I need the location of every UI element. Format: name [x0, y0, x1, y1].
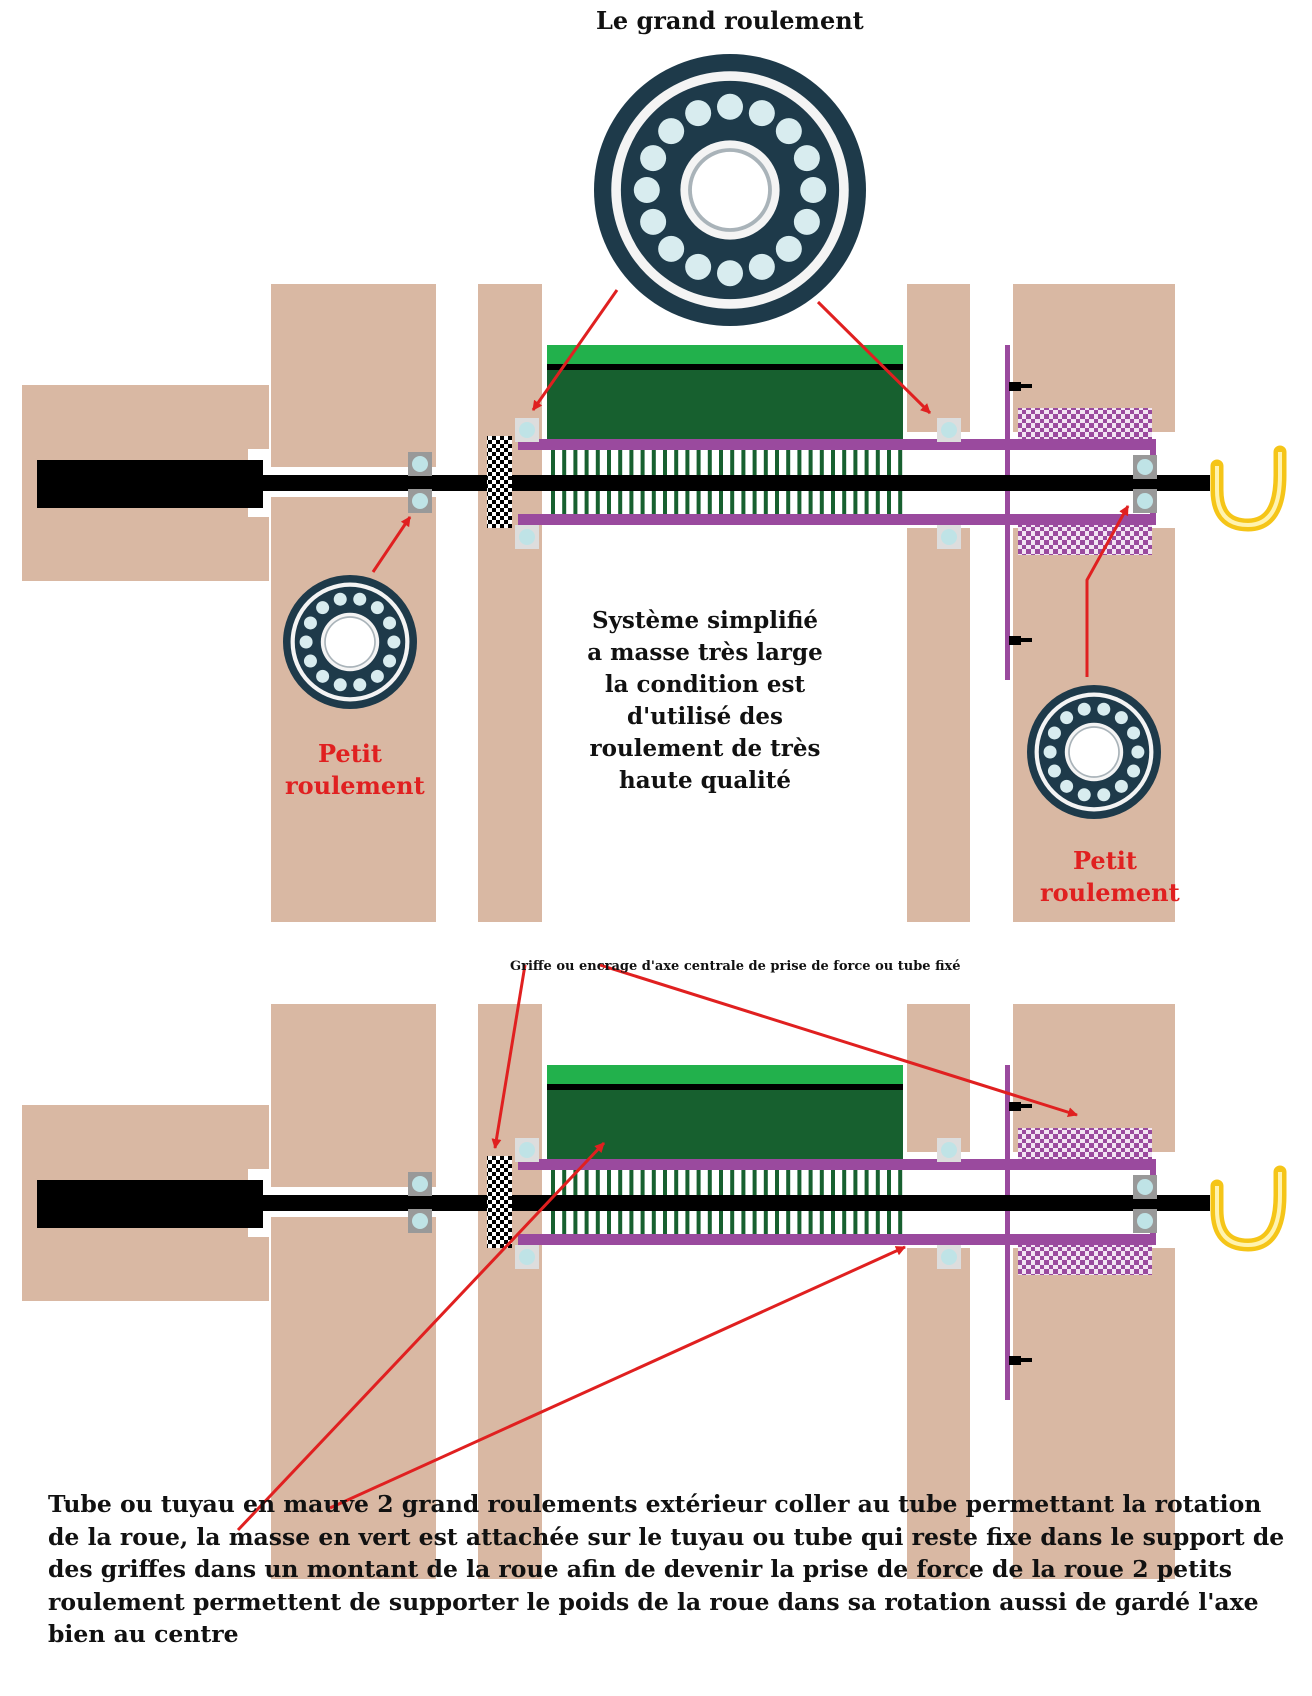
title: Le grand roulement	[596, 6, 864, 35]
shaft	[250, 475, 1210, 491]
claw-plate	[1005, 345, 1010, 680]
center-note-line: roulement de très	[589, 735, 821, 762]
center-note-line: haute qualité	[618, 767, 792, 794]
label-line: roulement	[285, 771, 425, 800]
ball	[316, 601, 330, 615]
ball	[1047, 726, 1061, 740]
bottom-note-line: roulement permettent de supporter le poi…	[48, 1587, 1259, 1616]
arrow-small-left	[371, 516, 412, 573]
ball	[299, 635, 313, 649]
label-line: roulement	[1040, 878, 1180, 907]
arrow-big-to-left	[531, 289, 619, 411]
ball	[748, 253, 775, 280]
arrow-bearing	[329, 1245, 906, 1510]
arrows	[236, 289, 1130, 1532]
ball	[353, 678, 367, 692]
ball	[370, 669, 384, 683]
ball	[640, 208, 667, 235]
bottom-note: Tube ou tuyau en mauve 2 grand roulement…	[48, 1488, 1288, 1651]
arrow-griffe-right	[599, 963, 1078, 1118]
small-bearing-left-icon	[283, 575, 417, 709]
bottom-note-line: Tube ou tuyau en mauve 2 grand roulement…	[48, 1490, 1262, 1518]
claw-pad-top	[1018, 408, 1152, 443]
petit-roulement-left-label: Petit roulement	[285, 738, 425, 802]
shaft-thick	[37, 460, 263, 508]
center-note-line: a masse très large	[587, 639, 823, 666]
ball	[793, 208, 820, 235]
center-note-line: Système simplifié	[591, 607, 819, 634]
ball	[658, 118, 685, 145]
arrow-small-right	[1085, 505, 1130, 677]
ball	[383, 654, 397, 668]
ball	[1114, 711, 1128, 725]
ball	[717, 260, 743, 287]
ball	[800, 177, 827, 203]
ball	[658, 235, 685, 262]
small-bearing-right-icon	[1027, 685, 1161, 819]
mass-green	[547, 370, 903, 444]
ball	[1127, 726, 1141, 740]
ball	[775, 235, 802, 262]
center-note-line: la condition est	[604, 671, 806, 698]
ball	[633, 177, 660, 203]
ball	[1077, 702, 1091, 716]
ball	[1097, 788, 1111, 802]
ball	[370, 601, 384, 615]
ball	[775, 118, 802, 145]
ball	[1114, 779, 1128, 793]
bottom-note-line: bien au centre	[48, 1620, 239, 1648]
bottom-note-line: des griffes dans un montant de la roue a…	[48, 1555, 1232, 1583]
support-column-2	[478, 284, 542, 922]
mass-top-stripe	[547, 345, 903, 364]
arrow-tube	[236, 1141, 606, 1532]
center-note: Système simplifié a masse très large la …	[555, 605, 855, 797]
ball	[303, 616, 317, 630]
coupling	[487, 436, 512, 528]
ball	[333, 678, 347, 692]
ball	[685, 253, 712, 280]
ball	[640, 145, 667, 172]
ball	[1131, 745, 1145, 759]
griffe-label: Griffe ou encrage d'axe centrale de pris…	[510, 959, 961, 974]
ball	[1047, 764, 1061, 778]
big-bearing-icon	[594, 54, 866, 326]
ball	[748, 100, 775, 127]
bottom-assembly	[22, 1004, 1287, 1579]
bottom-note-line: de la roue, la masse en vert est attaché…	[48, 1522, 1285, 1551]
top-assembly	[22, 284, 1287, 922]
ball	[353, 592, 367, 606]
label-line: Petit	[318, 739, 382, 768]
support-column-3	[907, 284, 970, 922]
ball	[1043, 745, 1057, 759]
arrow-griffe-left	[491, 964, 527, 1149]
ball	[1060, 711, 1074, 725]
bearing-marks	[408, 418, 1157, 549]
support-column-4	[1013, 284, 1175, 922]
arrow-big-to-right	[816, 300, 932, 415]
label-line: Petit	[1073, 846, 1137, 875]
ball	[793, 145, 820, 172]
claw-pad-bottom	[1018, 520, 1152, 555]
ball	[1060, 779, 1074, 793]
ball	[1097, 702, 1111, 716]
petit-roulement-right-label: Petit roulement	[1040, 845, 1180, 909]
ball	[1077, 788, 1091, 802]
ball	[303, 654, 317, 668]
ball	[316, 669, 330, 683]
ball	[1127, 764, 1141, 778]
ball	[383, 616, 397, 630]
ball	[685, 100, 712, 127]
ball	[387, 635, 401, 649]
tube-top	[518, 439, 1155, 450]
ball	[333, 592, 347, 606]
ball	[717, 93, 743, 120]
tube-bottom	[518, 514, 1155, 525]
center-note-line: d'utilisé des	[627, 703, 783, 730]
